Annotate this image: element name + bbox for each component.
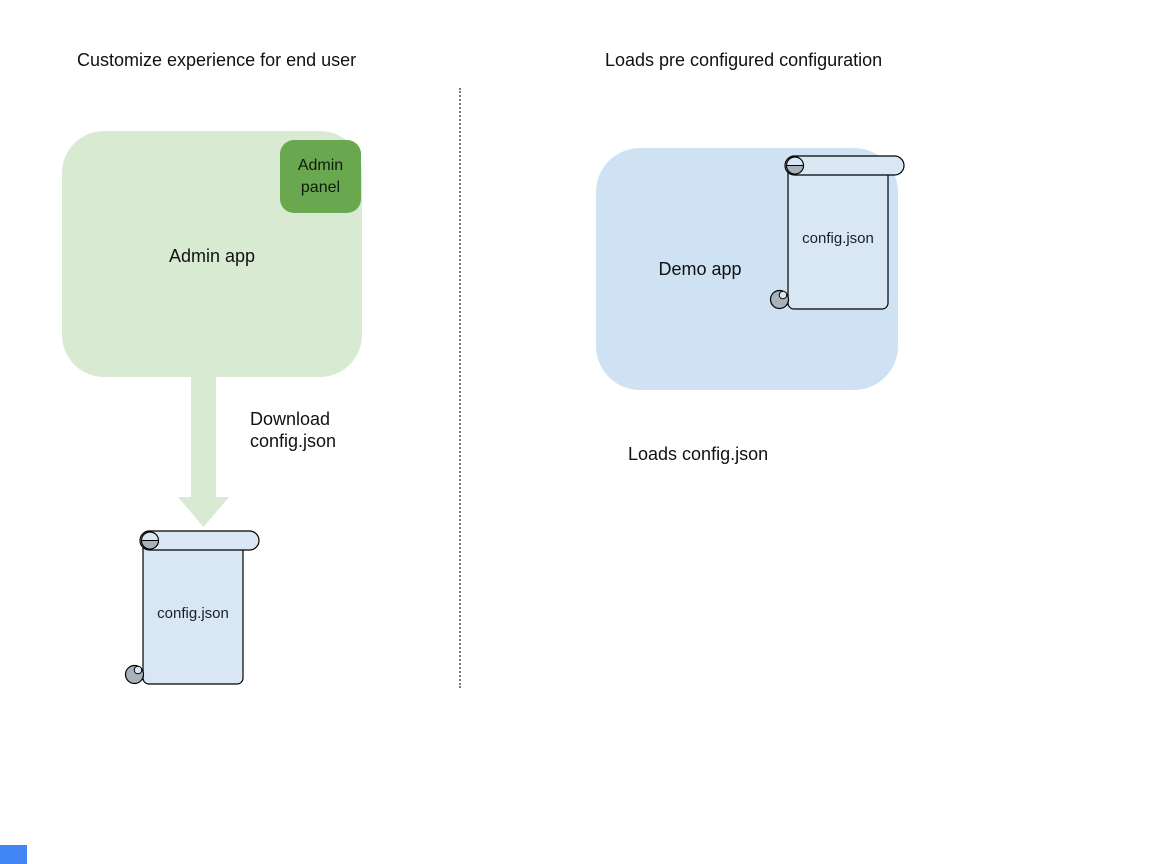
- admin-panel-badge: Admin panel: [280, 140, 361, 213]
- loads-caption: Loads config.json: [628, 444, 769, 464]
- config-file-scroll-icon: config.json: [124, 530, 260, 685]
- admin-panel-label: Admin panel: [297, 156, 344, 196]
- config-file-scroll-icon: config.json: [769, 155, 905, 310]
- right-section-title: Loads pre configured configuration: [605, 50, 883, 70]
- blue-corner-shape: [0, 845, 27, 864]
- section-divider: [459, 88, 461, 688]
- left-section-title: Customize experience for end user: [77, 50, 357, 70]
- config-file-label: config.json: [802, 230, 874, 247]
- download-arrow-icon: [178, 377, 229, 527]
- config-file-label: config.json: [157, 605, 229, 622]
- demo-app-label: Demo app: [658, 259, 742, 279]
- download-caption: Download config.json: [250, 409, 337, 451]
- admin-app-label: Admin app: [168, 246, 256, 266]
